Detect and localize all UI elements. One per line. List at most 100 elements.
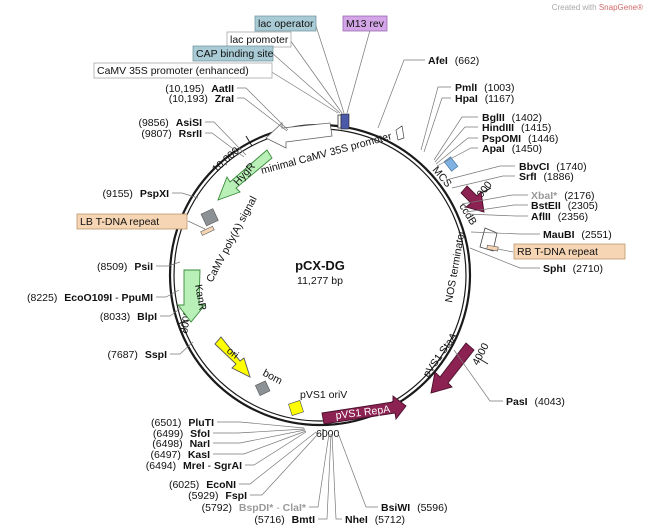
leader-bglii	[433, 116, 478, 161]
site-pspomi[interactable]: PspOMI (1446)	[482, 133, 558, 145]
lb-repeat-marker[interactable]	[200, 225, 215, 236]
site-pluti[interactable]: (6501) PluTI	[151, 417, 214, 429]
site-bsteii[interactable]: BstEII (2305)	[531, 200, 598, 212]
lac-cluster-block[interactable]	[340, 113, 350, 130]
site-bmti[interactable]: (5716) BmtI	[254, 514, 315, 526]
site-zrai[interactable]: (10,193) ZraI	[169, 93, 234, 105]
bom-block[interactable]	[254, 380, 271, 396]
lac-operator-tag-bg[interactable]	[254, 15, 317, 32]
leader-bspdi	[309, 433, 330, 508]
hygr-arrow[interactable]	[217, 149, 273, 201]
site-pmli[interactable]: PmlI (1003)	[455, 82, 514, 94]
site-maubi[interactable]: MauBI (2551)	[543, 229, 612, 241]
leader-bsiwi	[337, 432, 378, 508]
site-asisi[interactable]: (9856) AsiSI	[138, 117, 202, 129]
site-fspi[interactable]: (5929) FspI	[188, 490, 247, 502]
top-leader-lines	[269, 22, 373, 114]
site-aatii[interactable]: (10,195) AatII	[165, 83, 234, 95]
leader-nari	[213, 429, 306, 444]
site-hindiii[interactable]: HindIII (1415)	[482, 122, 551, 134]
site-aflii[interactable]: AflII (2356)	[531, 211, 588, 223]
site-apai[interactable]: ApaI (1450)	[482, 143, 542, 155]
leader-sphi	[469, 247, 540, 269]
camv-enhanced-tag-bg[interactable]	[93, 62, 273, 79]
camv-polya-label: CaMV poly(A) signal	[204, 194, 260, 284]
leader-pluti	[217, 421, 305, 429]
tick-4000	[477, 357, 489, 365]
leader-nhei	[331, 433, 342, 520]
site-psii[interactable]: (8509) PsiI	[97, 261, 153, 273]
small-feature-tab[interactable]	[395, 125, 405, 141]
m13-rev-tag: M13 rev	[346, 18, 385, 30]
leader-aflii	[466, 213, 528, 217]
leader-xbai	[461, 194, 528, 205]
ori-arrow[interactable]	[214, 336, 251, 378]
tick-marks	[177, 135, 492, 440]
lac-operator-tag: lac operator	[258, 18, 314, 30]
site-bsiwi[interactable]: BsiWI (5596)	[381, 502, 447, 514]
leader-cap	[271, 52, 341, 114]
rb-repeat-tag-bg[interactable]	[513, 243, 626, 260]
tick-2000	[480, 187, 492, 194]
leader-aatii	[237, 87, 289, 131]
pvs1-oriv-block[interactable]	[288, 400, 304, 416]
cap-binding-tag: CAP binding site	[196, 48, 274, 60]
site-leader-lines	[156, 59, 540, 520]
nos-terminator-label: NOS terminator	[443, 229, 468, 303]
site-afei[interactable]: AfeI (662)	[428, 55, 479, 67]
leader-apai	[436, 147, 478, 167]
site-bglii[interactable]: BglII (1402)	[482, 112, 542, 124]
site-eco0109i-ppumi[interactable]: (8225) EcoO109I - PpuMI	[27, 292, 153, 304]
leader-pspxi	[172, 192, 199, 199]
tick-label-6000: 6000	[316, 428, 340, 440]
site-sphi[interactable]: SphI (2710)	[543, 263, 603, 275]
leader-rb-repeat	[497, 248, 514, 253]
site-nari[interactable]: (6498) NarI	[152, 438, 210, 450]
leader-eco0109i	[156, 289, 180, 298]
site-sspi[interactable]: (7687) SspI	[108, 349, 168, 361]
leader-m13	[346, 22, 373, 114]
site-nhei[interactable]: NheI (5712)	[345, 514, 405, 526]
leader-kasi	[213, 430, 307, 455]
site-kasi[interactable]: (6497) KasI	[151, 449, 211, 461]
pvs1-staa-arrow[interactable]	[430, 342, 475, 394]
site-rsrii[interactable]: (9807) RsrII	[141, 128, 202, 140]
lac-promoter-tag: lac promoter	[230, 34, 289, 46]
site-pspxi[interactable]: (9155) PspXI	[103, 188, 170, 200]
rb-repeat-tag: RB T-DNA repeat	[517, 246, 598, 258]
m13-rev-tag-bg[interactable]	[342, 15, 388, 32]
kanr-arrow[interactable]	[177, 269, 206, 323]
site-hpai[interactable]: HpaI (1167)	[455, 93, 514, 105]
tick-label-4000: 4000	[470, 341, 492, 367]
site-sfoi[interactable]: (6499) SfoI	[153, 428, 210, 440]
nos-terminator-block[interactable]	[479, 227, 498, 252]
site-econi[interactable]: (6025) EcoNI	[169, 479, 236, 491]
plasmid-size: 11,277 bp	[297, 275, 343, 287]
branding-product: SnapGene®	[598, 3, 643, 12]
rb-repeat-marker[interactable]	[486, 244, 499, 252]
leader-lac-operator	[314, 22, 345, 114]
site-bspdi-clai[interactable]: (5792) BspDI* - ClaI*	[202, 502, 307, 514]
site-bbvci[interactable]: BbvCI (1740)	[519, 161, 587, 173]
lb-repeat-grey-block[interactable]	[200, 208, 219, 227]
leader-psii	[156, 261, 181, 267]
site-pasi[interactable]: PasI (4043)	[506, 396, 565, 408]
lb-repeat-tag-bg[interactable]	[76, 213, 188, 230]
minimal-camv-promoter-arrow[interactable]	[265, 122, 333, 149]
tick-8000	[177, 319, 189, 325]
cap-binding-tag-bg[interactable]	[192, 45, 274, 62]
pvs1-repa-arrow[interactable]	[321, 395, 407, 425]
leader-rsrii	[205, 132, 245, 158]
site-blpi[interactable]: (8033) BlpI	[100, 311, 157, 323]
camv-enhanced-promoter-block[interactable]	[337, 114, 342, 129]
site-mrei-sgrai[interactable]: (6494) MreI - SgrAI	[146, 460, 242, 472]
leader-srfi	[451, 175, 515, 189]
leader-zrai	[237, 97, 288, 132]
leader-pasi	[453, 349, 503, 402]
site-srfi[interactable]: SrfI (1886)	[519, 171, 574, 183]
ccdb-arrow[interactable]	[460, 185, 485, 213]
leader-asisi	[205, 121, 247, 156]
leader-bbvci	[445, 165, 515, 181]
site-xbai[interactable]: XbaI* (2176)	[531, 190, 595, 202]
